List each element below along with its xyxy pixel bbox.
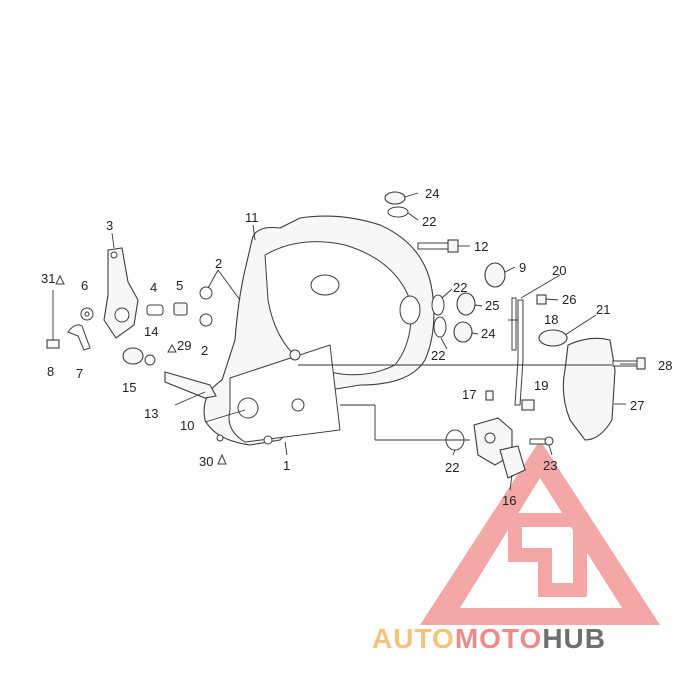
callout-27: 27 (630, 398, 644, 413)
lever-part-3 (103, 247, 139, 339)
callout-4: 4 (150, 280, 157, 295)
callout-28: 28 (658, 358, 672, 373)
svg-text:AUTOMOTOHUB: AUTOMOTOHUB (372, 623, 606, 654)
callout-31: 31 (41, 271, 55, 286)
automotohub-logo-mark (420, 440, 660, 625)
washer-part-6 (80, 307, 94, 321)
callout-labels: 24 22 12 11 3 2 9 20 31 6 4 5 22 25 26 2… (41, 186, 672, 508)
callout-19: 19 (534, 378, 548, 393)
bolt-part-28 (612, 357, 646, 370)
oring-part-22-top (387, 206, 409, 218)
block-part-26 (536, 294, 547, 305)
pin-part-17 (485, 390, 494, 401)
oring-part-14 (144, 354, 156, 366)
callout-2-low: 2 (201, 343, 208, 358)
cover-part-27 (562, 337, 616, 441)
bolt-part-12 (417, 239, 459, 253)
automotohub-wordmark: AUTOMOTOHUB (372, 623, 606, 654)
callout-22-mid: 22 (453, 280, 467, 295)
callout-24-top: 24 (425, 186, 439, 201)
callout-3: 3 (106, 218, 113, 233)
callout-17: 17 (462, 387, 476, 402)
callout-12: 12 (474, 239, 488, 254)
clip-part-7 (67, 324, 91, 351)
leader-lines (111, 192, 636, 491)
spring-part-4 (146, 304, 164, 316)
callout-16: 16 (502, 493, 516, 508)
callout-20: 20 (552, 263, 566, 278)
wordmark-hub: HUB (542, 623, 606, 654)
callout-13: 13 (144, 406, 158, 421)
callout-29: 29 (177, 338, 191, 353)
clip-part-19 (521, 399, 535, 411)
callout-8: 8 (47, 364, 54, 379)
callout-30: 30 (199, 454, 213, 469)
callout-22-low: 22 (431, 348, 445, 363)
pin-part-31 (55, 274, 65, 285)
callout-24-mid: 24 (481, 326, 495, 341)
callout-5: 5 (176, 278, 183, 293)
rod-part-20 (514, 299, 524, 406)
shaft-part-13 (164, 371, 217, 399)
oring-part-22-mid (431, 294, 445, 316)
cap-part-24-mid (453, 321, 473, 343)
cap-part-15 (122, 347, 144, 365)
pin-part-30 (217, 453, 227, 465)
callout-15: 15 (122, 380, 136, 395)
callout-22-bottom: 22 (445, 460, 459, 475)
ring-part-2 (199, 286, 213, 327)
cap-part-25 (456, 292, 476, 316)
callout-2-top: 2 (215, 256, 222, 271)
callout-25: 25 (485, 298, 499, 313)
pin-part-29 (167, 343, 177, 353)
callout-7: 7 (76, 366, 83, 381)
rod-part-18 (511, 297, 517, 351)
wordmark-auto: AUTO (372, 623, 455, 654)
callout-23: 23 (543, 458, 557, 473)
callout-22-top: 22 (422, 214, 436, 229)
oring-part-22-low (433, 316, 447, 338)
callout-14: 14 (144, 324, 158, 339)
callout-11: 11 (245, 210, 259, 225)
callout-10: 10 (180, 418, 194, 433)
callout-1: 1 (283, 458, 290, 473)
screw-part-23 (529, 436, 554, 446)
callout-9: 9 (519, 260, 526, 275)
crankcase-cover (203, 215, 435, 446)
bolt-part-8 (46, 290, 60, 349)
seal-part-9 (484, 262, 506, 288)
wordmark-moto: MOTO (455, 623, 542, 654)
nut-part-5 (173, 302, 188, 316)
pump-part-16 (473, 417, 526, 479)
callout-26: 26 (562, 292, 576, 307)
gear-part-21 (538, 329, 568, 347)
callout-18: 18 (544, 312, 558, 327)
callout-21: 21 (596, 302, 610, 317)
callout-6: 6 (81, 278, 88, 293)
cap-part-24-top (384, 191, 406, 205)
